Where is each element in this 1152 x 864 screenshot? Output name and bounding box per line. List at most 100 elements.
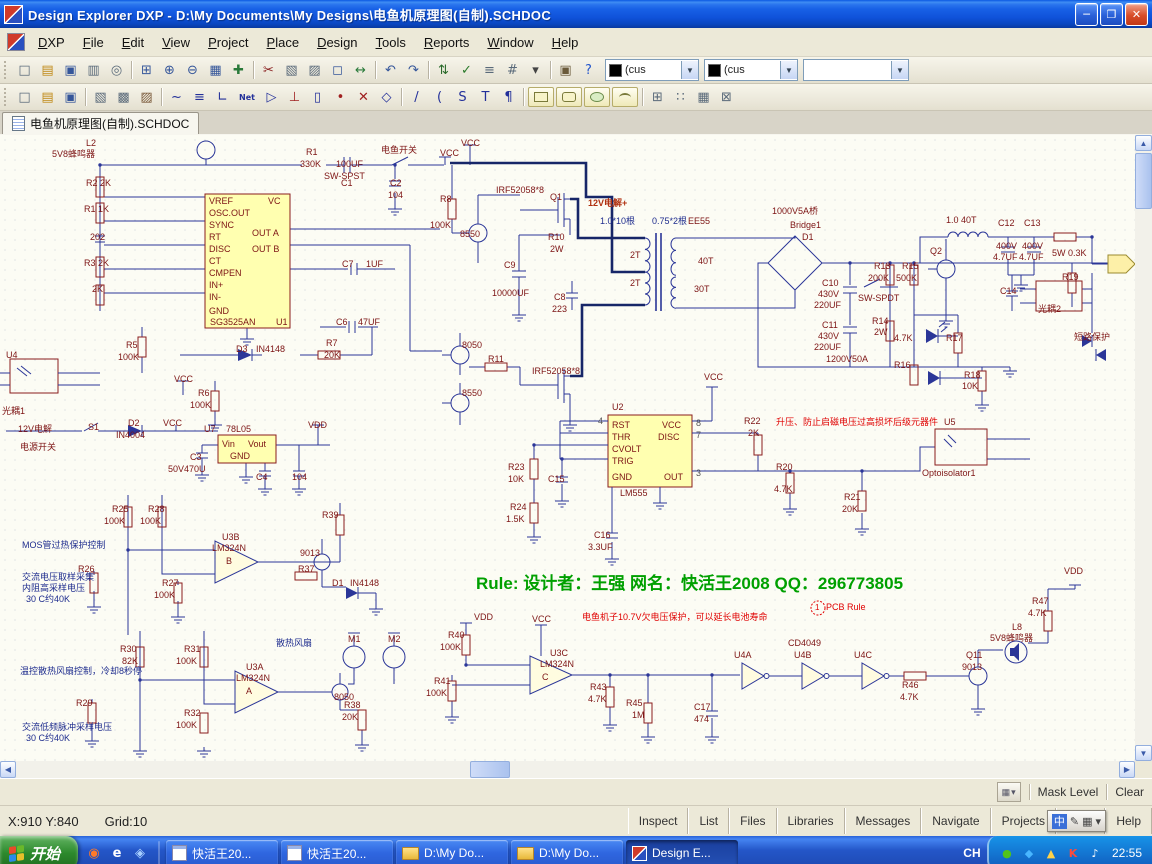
place-image-icon[interactable]: ▨ xyxy=(140,89,153,105)
panel-button-messages[interactable]: Messages xyxy=(844,808,922,834)
power-port-icon[interactable]: ⊥ xyxy=(288,89,301,105)
round-rectangle-tool-button[interactable] xyxy=(556,87,582,107)
select-area-icon[interactable]: ◻ xyxy=(332,62,343,78)
panel-button-navigate[interactable]: Navigate xyxy=(921,808,991,834)
taskbar-task-button[interactable]: 快活王20... xyxy=(281,840,394,864)
menu-edit[interactable]: Edit xyxy=(121,34,145,50)
scroll-left-icon[interactable]: ◀ xyxy=(0,761,16,778)
combo-dropdown-icon[interactable]: ▼ xyxy=(780,61,797,79)
restore-button[interactable]: ❐ xyxy=(1100,2,1123,26)
language-indicator[interactable]: CH xyxy=(963,846,981,860)
combo-dropdown-icon[interactable]: ▼ xyxy=(681,61,698,79)
place-part-icon[interactable]: ▯ xyxy=(313,89,322,105)
new-sheet-icon[interactable]: □ xyxy=(18,89,31,105)
bus-entry-icon[interactable]: ∟ xyxy=(217,89,228,105)
paste-array-icon[interactable]: ▩ xyxy=(117,89,130,105)
quick-launch-downloader-icon[interactable]: ◉ xyxy=(88,845,100,861)
tab-schematic-document[interactable]: 电鱼机原理图(自制).SCHDOC xyxy=(2,112,200,134)
bezier-tool-icon[interactable]: S xyxy=(458,89,467,105)
print-icon[interactable]: ▥ xyxy=(87,62,100,78)
quick-launch-ie-icon[interactable]: e xyxy=(112,845,122,861)
no-erc-icon[interactable]: ✕ xyxy=(358,89,369,105)
wire-tool-icon[interactable]: ~ xyxy=(171,89,182,105)
menu-help[interactable]: Help xyxy=(551,34,579,50)
scroll-down-icon[interactable]: ▼ xyxy=(1135,745,1152,761)
net-label-icon[interactable]: Net xyxy=(239,92,255,102)
zoom-fit-icon[interactable]: ⊞ xyxy=(141,62,152,78)
help-icon[interactable]: ? xyxy=(585,62,592,78)
panel-button-help[interactable]: Help xyxy=(1105,808,1152,834)
zoom-out-icon[interactable]: ⊖ xyxy=(187,62,198,78)
visible-grid-icon[interactable]: ▦ xyxy=(697,89,710,105)
clear-button[interactable]: Clear xyxy=(1115,785,1144,799)
panel-button-libraries[interactable]: Libraries xyxy=(776,808,845,834)
close-button[interactable]: ✕ xyxy=(1125,2,1148,26)
dot-grid-icon[interactable]: ∷ xyxy=(676,89,685,105)
ime-chinese-icon[interactable]: 中 xyxy=(1051,813,1067,829)
save-all-icon[interactable]: ▣ xyxy=(64,89,77,105)
directive-icon[interactable]: ◇ xyxy=(381,89,392,105)
menu-window[interactable]: Window xyxy=(487,34,534,50)
menu-file[interactable]: File xyxy=(82,34,104,50)
redo-icon[interactable]: ↷ xyxy=(408,62,419,78)
sort-icon[interactable]: ⇅ xyxy=(438,62,449,78)
arc-shape-tool-button[interactable] xyxy=(612,87,638,107)
rectangle-tool-button[interactable] xyxy=(528,87,554,107)
copy-sheet-icon[interactable]: ▧ xyxy=(94,89,107,105)
panel-button-list[interactable]: List xyxy=(688,808,730,834)
tray-volume-icon[interactable]: ♪ xyxy=(1091,846,1099,860)
menu-project[interactable]: Project xyxy=(208,34,249,50)
scroll-right-icon[interactable]: ▶ xyxy=(1119,761,1135,778)
arc-tool-icon[interactable]: ( xyxy=(436,89,443,105)
taskbar-task-button[interactable]: 快活王20... xyxy=(166,840,279,864)
ime-language-bar[interactable]: 中 ✎▦▾ xyxy=(1046,810,1106,832)
print-preview-icon[interactable]: ◎ xyxy=(110,62,123,78)
taskbar-task-button[interactable]: D:\My Do... xyxy=(511,840,624,864)
minimize-button[interactable]: ─ xyxy=(1075,2,1098,26)
ellipse-tool-button[interactable] xyxy=(584,87,610,107)
menu-reports[interactable]: Reports xyxy=(423,34,470,50)
junction-icon[interactable]: • xyxy=(336,89,345,105)
tray-antivirus-icon[interactable]: ● xyxy=(1002,846,1012,860)
snap-grid-icon[interactable]: ⊠ xyxy=(721,89,732,105)
color-combo-1[interactable]: (cus ▼ xyxy=(605,59,699,81)
menu-place[interactable]: Place xyxy=(266,34,300,50)
horizontal-scrollbar[interactable]: ◀ ▶ xyxy=(0,761,1135,778)
move-object-icon[interactable]: ↔ xyxy=(355,62,366,78)
panel-button-inspect[interactable]: Inspect xyxy=(627,808,689,834)
tray-messenger-icon[interactable]: ◆ xyxy=(1024,846,1034,860)
list-view-icon[interactable]: ≡ xyxy=(484,62,495,78)
vertical-scrollbar[interactable]: ▲ ▼ xyxy=(1135,135,1152,761)
menu-tools[interactable]: Tools xyxy=(375,34,406,50)
tray-kmplayer-icon[interactable]: K xyxy=(1068,846,1078,860)
ime-options-icon[interactable]: ▾ xyxy=(1095,814,1101,828)
menu-dxp[interactable]: DXP xyxy=(38,34,65,50)
start-button[interactable]: 开始 xyxy=(0,836,79,864)
color-combo-2[interactable]: (cus ▼ xyxy=(704,59,798,81)
zoom-area-icon[interactable]: ▦ xyxy=(209,62,222,78)
taskbar-task-button[interactable]: D:\My Do... xyxy=(396,840,509,864)
port-icon[interactable]: ▷ xyxy=(266,89,277,105)
open-project-icon[interactable]: ▤ xyxy=(41,89,54,105)
align-grid-icon[interactable]: ⊞ xyxy=(652,89,663,105)
combo-dropdown-icon[interactable]: ▼ xyxy=(891,61,908,79)
scroll-up-icon[interactable]: ▲ xyxy=(1135,135,1152,151)
taskbar-task-active[interactable]: Design E... xyxy=(626,840,739,864)
style-combo[interactable]: ▼ xyxy=(803,59,909,81)
paste-icon[interactable]: ▨ xyxy=(308,62,321,78)
vertical-scroll-thumb[interactable] xyxy=(1135,153,1152,209)
text-tool-icon[interactable]: T xyxy=(481,89,490,105)
horizontal-scroll-thumb[interactable] xyxy=(470,761,510,778)
copy-icon[interactable]: ▧ xyxy=(285,62,298,78)
zoom-in-icon[interactable]: ⊕ xyxy=(164,62,175,78)
mask-grid-button[interactable]: ▦▾ xyxy=(996,782,1021,802)
grid-settings-icon[interactable]: # xyxy=(507,62,518,78)
browse-library-icon[interactable]: ▣ xyxy=(559,62,572,78)
grid-dropdown-icon[interactable]: ▾ xyxy=(532,62,539,78)
new-document-icon[interactable]: □ xyxy=(18,62,31,78)
ime-keyboard-icon[interactable]: ▦ xyxy=(1082,814,1093,828)
ime-pen-icon[interactable]: ✎ xyxy=(1069,814,1080,828)
cross-probe-icon[interactable]: ✚ xyxy=(233,62,244,78)
open-document-icon[interactable]: ▤ xyxy=(41,62,54,78)
